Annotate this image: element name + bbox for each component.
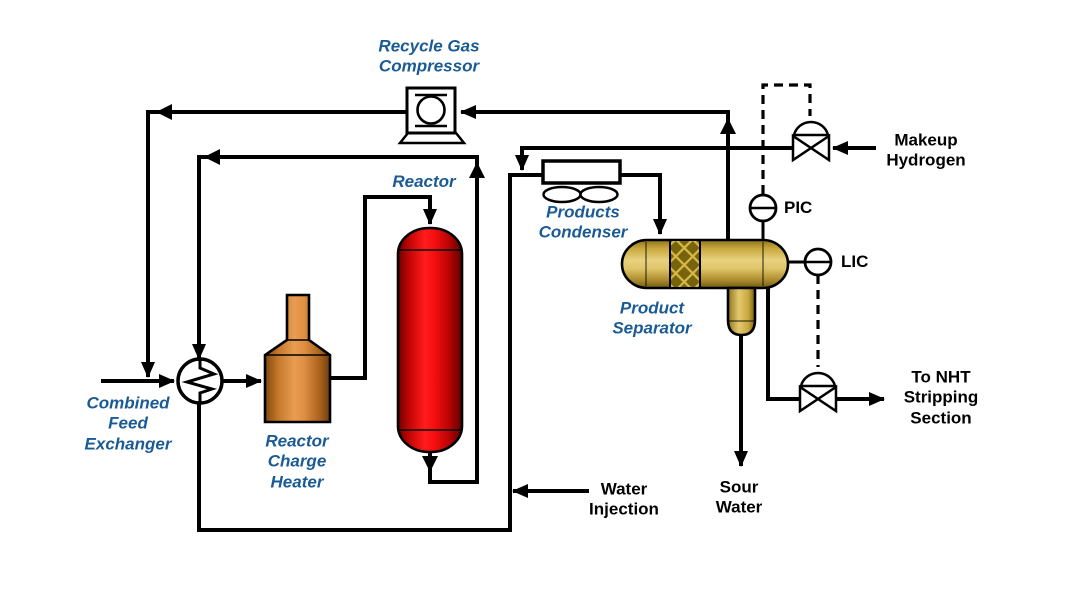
products-condenser-label: Products Condenser — [538, 202, 628, 242]
reactor-effluent-line — [192, 155, 479, 484]
valve-actuator-dome-icon — [792, 120, 830, 137]
valve-actuator-dome-icon — [799, 371, 837, 388]
flow-arrow-left-effluent-return — [204, 149, 220, 165]
liquid-letdown-control-valve — [798, 371, 838, 414]
exchanger-coil-icon — [181, 360, 219, 402]
sour-water-label: Sour Water — [715, 477, 763, 517]
makeup-hydrogen-line — [515, 146, 793, 171]
pic-controller-symbol — [748, 193, 778, 223]
flow-arrow-left-compressor-discharge — [156, 104, 172, 120]
combined-feed-exchanger-symbol — [176, 357, 224, 405]
valve-body-icon — [798, 384, 821, 414]
product-separator-symbol — [620, 238, 790, 337]
valve-body-icon — [808, 133, 831, 163]
valve-body-icon — [815, 384, 838, 414]
condenser-to-separator-line — [620, 173, 667, 235]
lic-tag-label: LIC — [841, 252, 869, 271]
recycle-gas-compressor-symbol — [397, 86, 467, 145]
compressor-impeller-icon — [416, 95, 446, 125]
pic-signal-line — [761, 83, 812, 194]
to-nht-stripping-section-label: To NHT Stripping Section — [903, 367, 979, 428]
reactor-label: Reactor — [392, 171, 456, 191]
makeup-hydrogen-control-valve — [791, 120, 831, 163]
separator-gas-line — [460, 105, 730, 240]
reactor-symbol — [396, 226, 464, 454]
reactor-charge-heater-label: Reactor Charge Heater — [265, 431, 329, 492]
effluent-to-condenser-line — [197, 173, 543, 532]
fan-blade-icon — [579, 185, 619, 204]
recycle-gas-discharge-line — [141, 110, 407, 378]
products-condenser-symbol — [541, 159, 622, 204]
separator-mesh-pad — [669, 239, 701, 289]
flow-arrow-down-reactor-outlet — [422, 456, 438, 472]
reactor-charge-heater-symbol — [263, 293, 332, 424]
recycle-gas-compressor-label: Recycle Gas Compressor — [378, 36, 480, 76]
flow-arrow-up-separator-gas — [720, 118, 736, 134]
valve-body-icon — [791, 133, 814, 163]
fan-blade-icon — [542, 185, 582, 204]
combined-feed-exchanger-label: Combined Feed Exchanger — [84, 393, 172, 454]
makeup-hydrogen-label: Makeup Hydrogen — [886, 130, 966, 170]
separator-boot — [726, 286, 757, 337]
product-separator-label: Product Separator — [612, 298, 692, 338]
separator-liquid-line — [766, 288, 800, 401]
lic-controller-symbol — [803, 247, 833, 277]
water-injection-label: Water Injection — [589, 479, 659, 519]
heater-to-reactor-line — [330, 195, 437, 380]
pic-tag-label: PIC — [784, 198, 813, 217]
flow-arrow-up-effluent-riser — [469, 162, 485, 178]
